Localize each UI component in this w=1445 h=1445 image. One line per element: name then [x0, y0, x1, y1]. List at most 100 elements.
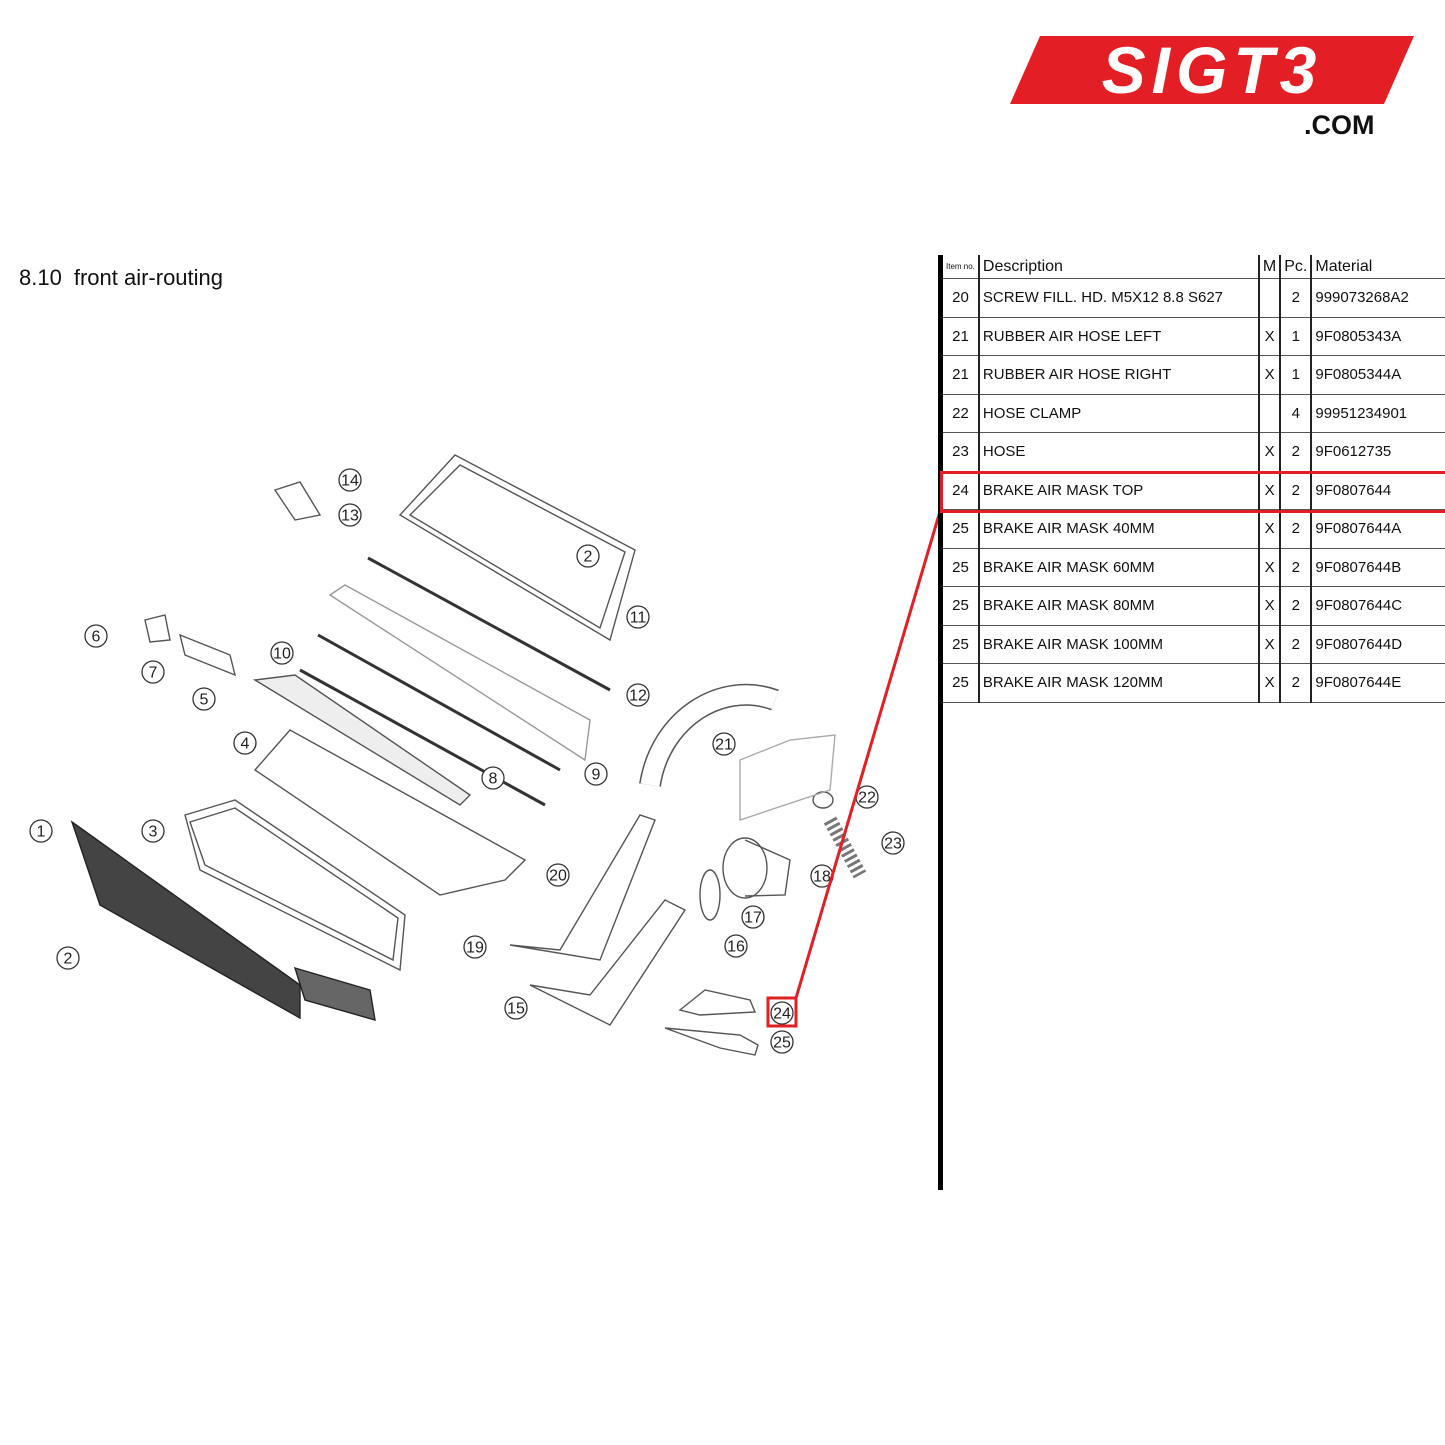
cell-material: 9F0807644D: [1311, 625, 1445, 664]
cell-material: 9F0807644E: [1311, 663, 1445, 703]
cell-material: 99951234901: [1311, 394, 1445, 433]
callout-number: 1: [37, 824, 46, 841]
cell-description: HOSE CLAMP: [978, 394, 1260, 433]
callout-circle: [546, 863, 570, 887]
callout-number: 3: [149, 824, 158, 841]
cell-item: 25: [943, 586, 980, 626]
callout-19[interactable]: 19: [463, 935, 487, 959]
callout-23[interactable]: 23: [881, 831, 905, 855]
cell-item: 25: [943, 625, 980, 664]
section-name: front air-routing: [73, 265, 224, 290]
callout-circle: [233, 731, 257, 755]
callout-9[interactable]: 9: [584, 762, 608, 786]
callout-6[interactable]: 6: [84, 624, 108, 648]
highlighted-row-outline: [940, 471, 1445, 513]
cell-description: BRAKE AIR MASK 100MM: [978, 625, 1260, 664]
callout-5[interactable]: 5: [192, 687, 216, 711]
callout-13[interactable]: 13: [338, 503, 362, 527]
callout-circle: [463, 935, 487, 959]
cell-pc: 1: [1280, 355, 1313, 395]
callout-2[interactable]: 2: [576, 544, 600, 568]
callout-number: 9: [592, 767, 601, 784]
cell-pc: 2: [1280, 586, 1313, 626]
callout-circle: [712, 732, 736, 756]
callout-number: 21: [715, 737, 733, 754]
callout-10[interactable]: 10: [270, 641, 294, 665]
cell-pc: 2: [1280, 278, 1313, 318]
callout-number: 15: [507, 1001, 525, 1018]
callout-number: 24: [773, 1006, 791, 1023]
callout-1[interactable]: 1: [29, 819, 53, 843]
callout-number: 18: [813, 869, 831, 886]
logo-domain: .COM: [1304, 110, 1375, 140]
callout-circle: [584, 762, 608, 786]
section-title: 8.10 front air-routing: [19, 265, 235, 291]
cell-item: 20: [943, 278, 980, 318]
callout-circle: [141, 660, 165, 684]
table-left-border: [938, 255, 943, 1190]
callout-25[interactable]: 25: [770, 1030, 794, 1054]
callout-11[interactable]: 11: [626, 605, 650, 629]
table-header: Item no. Description M Pc. Material: [943, 255, 1445, 279]
callout-number: 8: [489, 771, 498, 788]
callout-14[interactable]: 14: [338, 468, 362, 492]
callout-4[interactable]: 4: [233, 731, 257, 755]
callout-number: 4: [241, 736, 250, 753]
parts-drawing: [70, 454, 867, 1056]
callout-2[interactable]: 2: [56, 946, 80, 970]
cell-description: RUBBER AIR HOSE RIGHT: [978, 355, 1260, 395]
callout-number: 25: [773, 1035, 791, 1052]
cell-pc: 4: [1280, 394, 1313, 433]
callout-number: 16: [727, 939, 745, 956]
callout-7[interactable]: 7: [141, 660, 165, 684]
callout-number: 17: [744, 910, 762, 927]
section-number: 8.10: [19, 265, 62, 290]
callout-number: 2: [584, 549, 593, 566]
callout-22[interactable]: 22: [855, 785, 879, 809]
callout-21[interactable]: 21: [712, 732, 736, 756]
cell-pc: 2: [1280, 548, 1313, 587]
callout-18[interactable]: 18: [810, 864, 834, 888]
callout-17[interactable]: 17: [741, 905, 765, 929]
callout-15[interactable]: 15: [504, 996, 528, 1020]
callout-circle: [881, 831, 905, 855]
callout-circle: [626, 683, 650, 707]
cell-item: 24: [943, 471, 980, 510]
cell-material: 9F0807644: [1311, 471, 1445, 510]
callout-circle: [270, 641, 294, 665]
callout-8[interactable]: 8: [481, 766, 505, 790]
callout-circle: [626, 605, 650, 629]
callout-number: 22: [858, 790, 876, 807]
callout-3[interactable]: 3: [141, 819, 165, 843]
cell-material: 9F0807644B: [1311, 548, 1445, 587]
cell-m: X: [1258, 355, 1282, 395]
cell-description: BRAKE AIR MASK TOP: [978, 471, 1260, 510]
cell-m: [1258, 394, 1282, 433]
callout-circle: [84, 624, 108, 648]
callout-24[interactable]: 24: [770, 1001, 794, 1025]
callout-number: 6: [92, 629, 101, 646]
callout-16[interactable]: 16: [724, 934, 748, 958]
callout-12[interactable]: 12: [626, 683, 650, 707]
callout-number: 20: [549, 868, 567, 885]
callout-number: 11: [630, 610, 647, 627]
cell-description: SCREW FILL. HD. M5X12 8.8 S627: [978, 278, 1260, 318]
callout-20[interactable]: 20: [546, 863, 570, 887]
callout-number: 14: [341, 473, 359, 490]
cell-description: BRAKE AIR MASK 60MM: [978, 548, 1260, 587]
cell-material: 9F0805344A: [1311, 355, 1445, 395]
cell-item: 21: [943, 355, 980, 395]
header-description: Description: [978, 255, 1260, 279]
